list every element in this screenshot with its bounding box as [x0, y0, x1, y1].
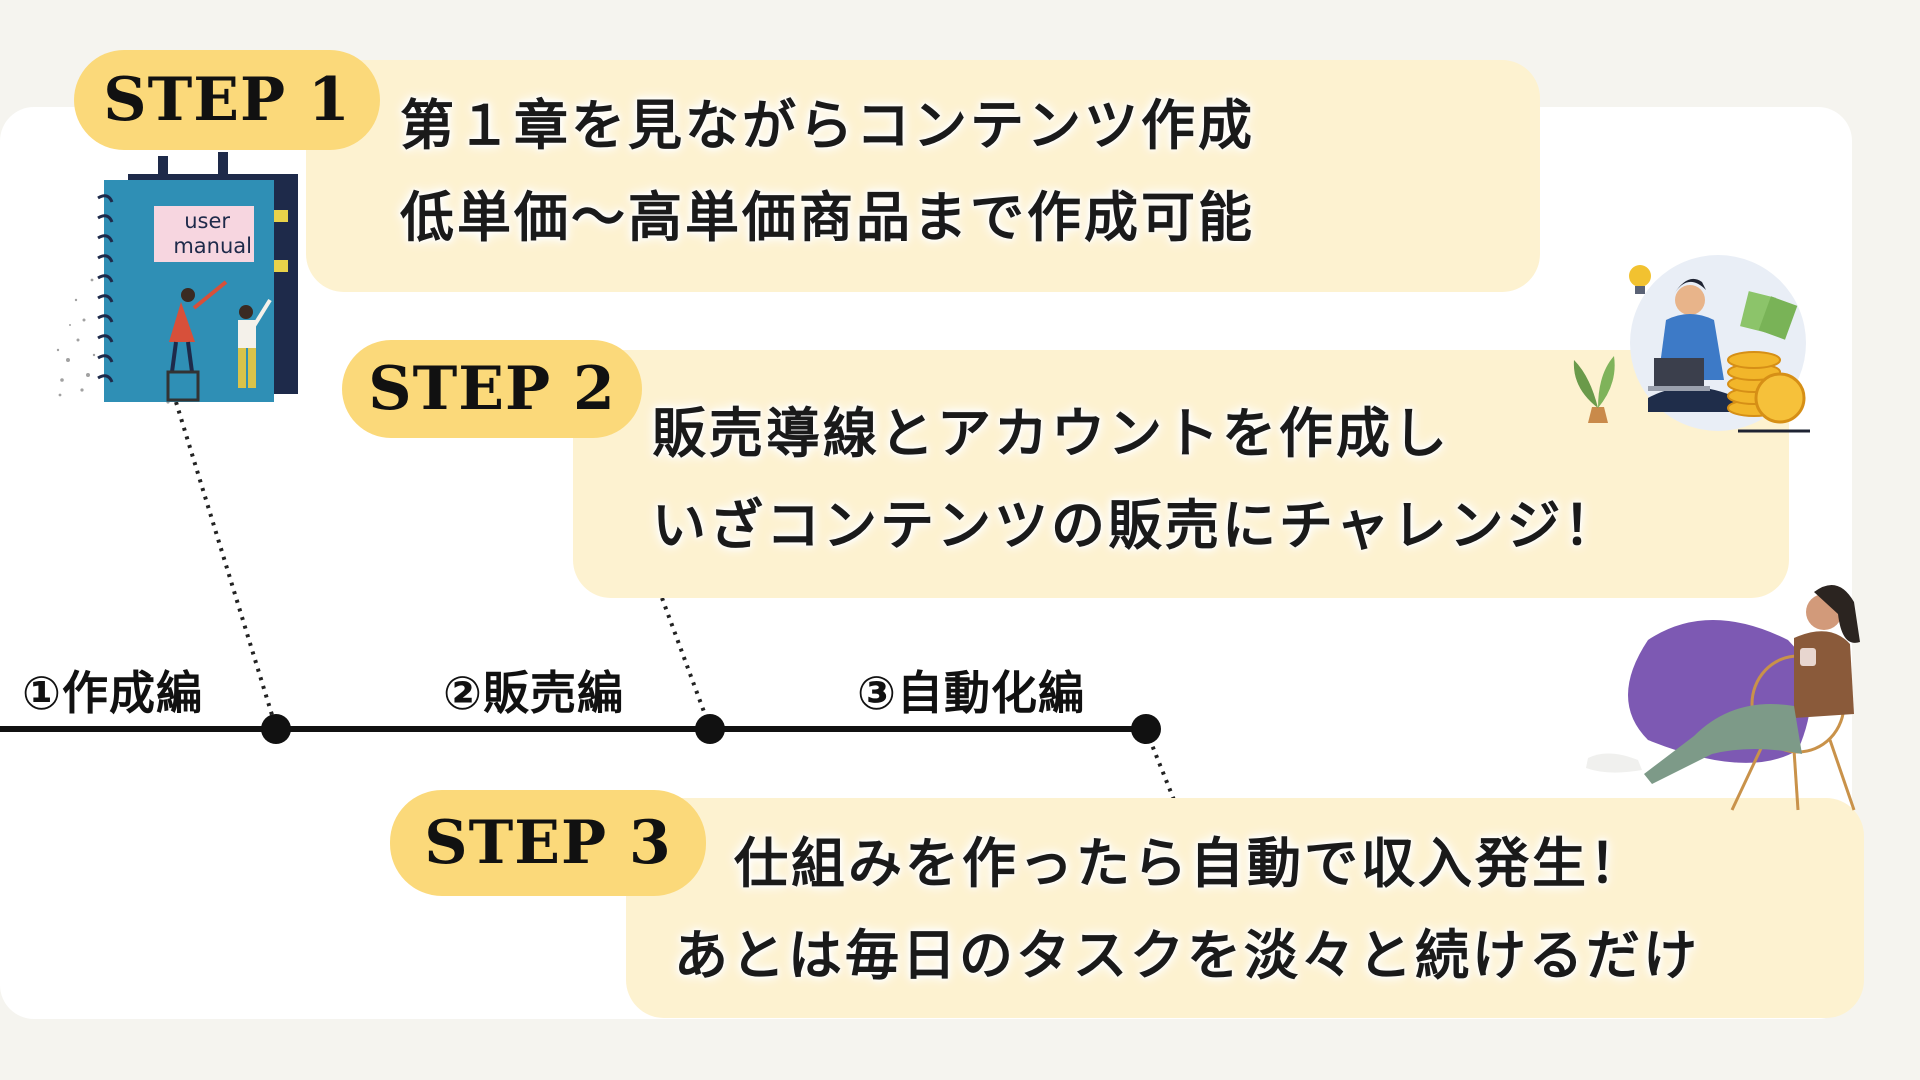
- timeline-node-1: [261, 714, 291, 744]
- step2-badge: STEP 2: [342, 340, 642, 438]
- manual-label-line2: manual: [173, 234, 252, 258]
- step1-box: [306, 60, 1540, 292]
- step3-line2: あとは毎日のタスクを淡々と続けるだけ: [674, 924, 1700, 987]
- step3-box: [626, 798, 1864, 1018]
- relaxing-woman-illustration: [1586, 584, 1860, 811]
- timeline-label-sales: ②販売編: [443, 666, 624, 720]
- step2-text: 販売導線とアカウントを作成し いざコンテンツの販売にチャレンジ！: [652, 388, 1620, 572]
- timeline-label-create: ①作成編: [22, 666, 203, 720]
- timeline-node-2: [695, 714, 725, 744]
- connector-step1: [174, 401, 278, 729]
- connector-step2: [660, 597, 712, 729]
- step2-line2: いざコンテンツの販売にチャレンジ！: [652, 494, 1621, 557]
- timeline-node-3: [1131, 714, 1161, 744]
- step1-line2: 低単価〜高単価商品まで作成可能: [400, 186, 1255, 249]
- step3-badge: STEP 3: [390, 790, 706, 896]
- step1-text: 第１章を見ながらコンテンツ作成 低単価〜高単価商品まで作成可能: [400, 80, 1255, 264]
- step1-line1: 第１章を見ながらコンテンツ作成: [400, 94, 1255, 157]
- step1-badge: STEP 1: [74, 50, 380, 150]
- step3-line1: 仕組みを作ったら自動で収入発生！: [734, 832, 1646, 895]
- manual-label-line1: user: [184, 209, 230, 233]
- step3-text: 仕組みを作ったら自動で収入発生！ あとは毎日のタスクを淡々と続けるだけ: [674, 818, 1700, 1002]
- timeline-label-automation: ③自動化編: [857, 666, 1085, 720]
- step2-line1: 販売導線とアカウントを作成し: [652, 402, 1450, 465]
- connector-step3: [1144, 729, 1176, 801]
- laptop-income-illustration: [1573, 255, 1810, 433]
- user-manual-illustration: user manual: [56, 152, 298, 404]
